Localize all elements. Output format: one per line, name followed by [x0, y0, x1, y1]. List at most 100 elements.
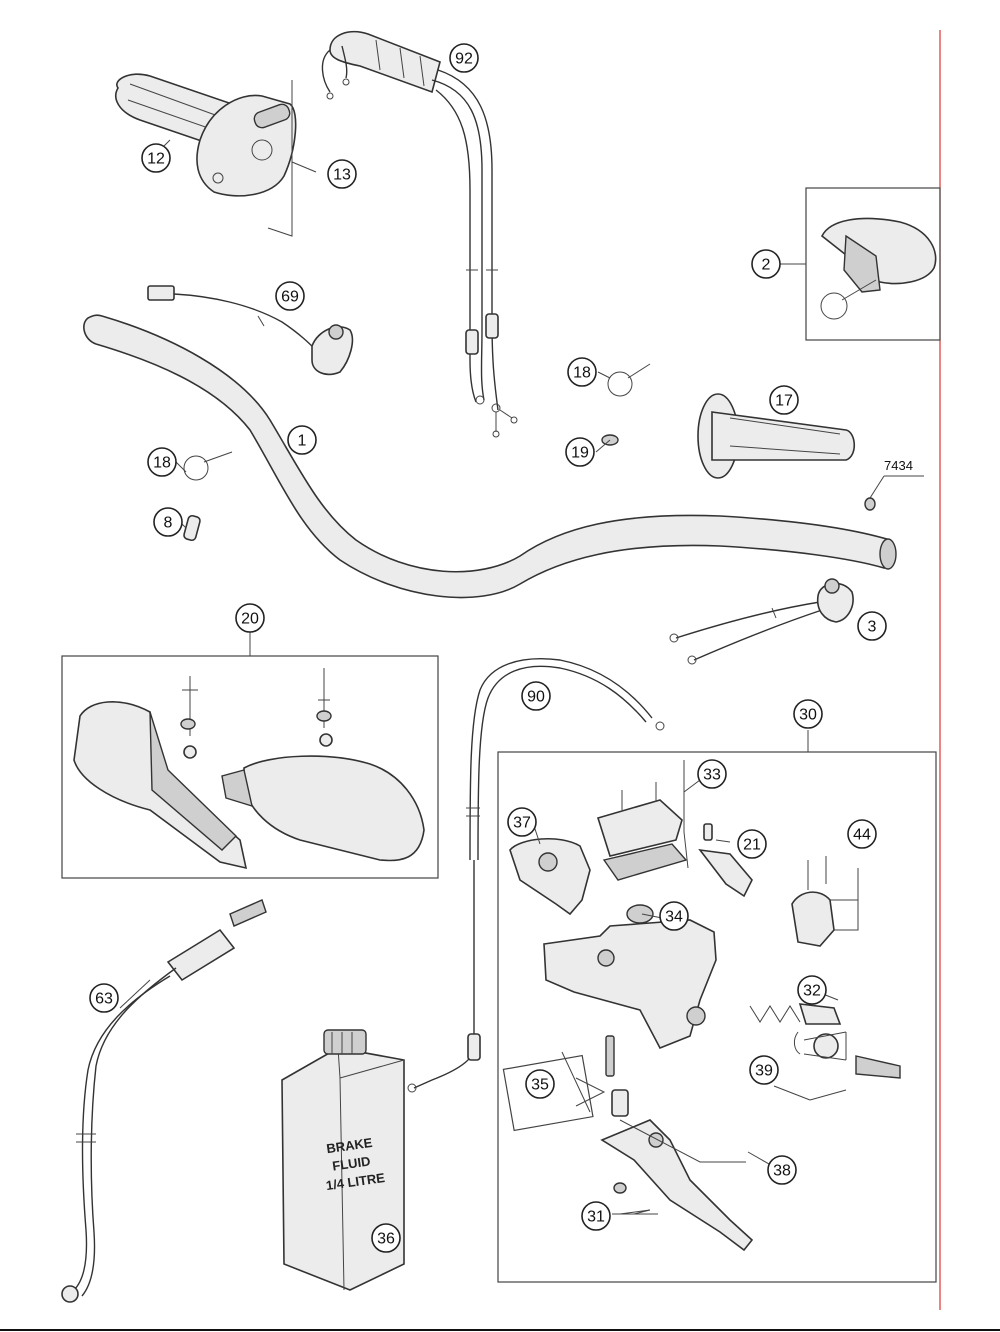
callout-circle — [235, 603, 265, 633]
callout-label: 21 — [743, 837, 761, 854]
callout-circle — [751, 249, 781, 279]
callout-13: 13 — [327, 159, 357, 189]
callout-label: 12 — [147, 151, 165, 168]
callout-44: 44 — [847, 819, 877, 849]
callout-label: 38 — [773, 1163, 791, 1180]
callout-92: 92 — [449, 43, 479, 73]
callout-21: 21 — [737, 829, 767, 859]
clutch-cable-part — [407, 658, 665, 1093]
callout-label: 18 — [153, 455, 171, 472]
callout-8: 8 — [153, 507, 183, 537]
callout-circle — [793, 699, 823, 729]
callout-circle — [797, 975, 827, 1005]
callout-label: 19 — [571, 445, 589, 462]
callout-label: 17 — [775, 393, 793, 410]
callout-label: 63 — [95, 991, 113, 1008]
callout-label: 1 — [298, 433, 307, 450]
bottle-text-line2: FLUID — [331, 1153, 371, 1173]
callout-circle — [521, 681, 551, 711]
callout-label: 32 — [803, 983, 821, 1000]
callout-circle — [525, 1069, 555, 1099]
callout-label: 92 — [455, 51, 473, 68]
callout-12: 12 — [141, 143, 171, 173]
switch-part-69 — [147, 285, 354, 376]
callout-circle — [567, 357, 597, 387]
callout-circle — [749, 1055, 779, 1085]
callout-circle — [565, 437, 595, 467]
callout-20: 20 — [235, 603, 265, 633]
callout-3: 3 — [857, 611, 887, 641]
callout-63: 63 — [89, 983, 119, 1013]
callout-circle — [449, 43, 479, 73]
pin-8 — [183, 514, 201, 542]
throttle-cables-part — [321, 30, 518, 438]
callout-34: 34 — [659, 901, 689, 931]
callout-label: 44 — [853, 827, 871, 844]
callout-19: 19 — [565, 437, 595, 467]
part-2-box — [780, 187, 941, 341]
callout-label: 8 — [164, 515, 173, 532]
callout-label: 34 — [665, 909, 683, 926]
callout-18a: 18 — [147, 447, 177, 477]
callout-35: 35 — [525, 1069, 555, 1099]
brake-fluid-bottle: BRAKE FLUID 1/4 LITRE — [281, 1029, 405, 1291]
callout-circle — [581, 1201, 611, 1231]
left-grip-part — [697, 393, 856, 479]
callout-circle — [287, 425, 317, 455]
throttle-grip-part — [115, 73, 317, 237]
callout-38: 38 — [767, 1155, 797, 1185]
callout-circle — [89, 983, 119, 1013]
callout-circle — [507, 807, 537, 837]
callout-label: 36 — [377, 1231, 395, 1248]
callout-31: 31 — [581, 1201, 611, 1231]
callout-label: 33 — [703, 767, 721, 784]
callout-18b: 18 — [567, 357, 597, 387]
callout-label: 37 — [513, 815, 531, 832]
callout-label: 18 — [573, 365, 591, 382]
callout-39: 39 — [749, 1055, 779, 1085]
callout-32: 32 — [797, 975, 827, 1005]
callout-17: 17 — [769, 385, 799, 415]
callout-circle — [141, 143, 171, 173]
callout-label: 31 — [587, 1209, 605, 1226]
callout-36: 36 — [371, 1223, 401, 1253]
callout-label: 69 — [281, 289, 299, 306]
callout-label: 13 — [333, 167, 351, 184]
callout-label: 20 — [241, 611, 259, 628]
callout-circle — [847, 819, 877, 849]
brake-master-cylinder-box — [497, 730, 937, 1283]
callout-2: 2 — [751, 249, 781, 279]
callout-label: 90 — [527, 689, 545, 706]
callout-33: 33 — [697, 759, 727, 789]
part-number-7434: 7434 — [884, 458, 913, 473]
handlebar-part — [83, 314, 897, 599]
handguards-box — [61, 632, 439, 879]
bottle-text-line1: BRAKE — [325, 1135, 373, 1156]
cable-tie-18-left — [183, 451, 233, 481]
callout-circle — [327, 159, 357, 189]
callout-circle — [147, 447, 177, 477]
callout-90: 90 — [521, 681, 551, 711]
callouts-layer: 1213922691818171918320903033372144343239… — [89, 43, 887, 1253]
callout-label: 35 — [531, 1077, 549, 1094]
callout-label: 2 — [762, 257, 771, 274]
callout-30: 30 — [793, 699, 823, 729]
brake-hose-part — [61, 899, 267, 1303]
callout-circle — [659, 901, 689, 931]
callout-circle — [697, 759, 727, 789]
cable-tie-18-right — [607, 363, 651, 397]
callout-circle — [737, 829, 767, 859]
callout-label: 30 — [799, 707, 817, 724]
callout-37: 37 — [507, 807, 537, 837]
callout-circle — [769, 385, 799, 415]
screw-7434 — [864, 475, 924, 511]
callout-circle — [371, 1223, 401, 1253]
callout-circle — [153, 507, 183, 537]
callout-circle — [275, 281, 305, 311]
callout-69: 69 — [275, 281, 305, 311]
callout-1: 1 — [287, 425, 317, 455]
callout-label: 39 — [755, 1063, 773, 1080]
callout-label: 3 — [868, 619, 877, 636]
callout-circle — [857, 611, 887, 641]
